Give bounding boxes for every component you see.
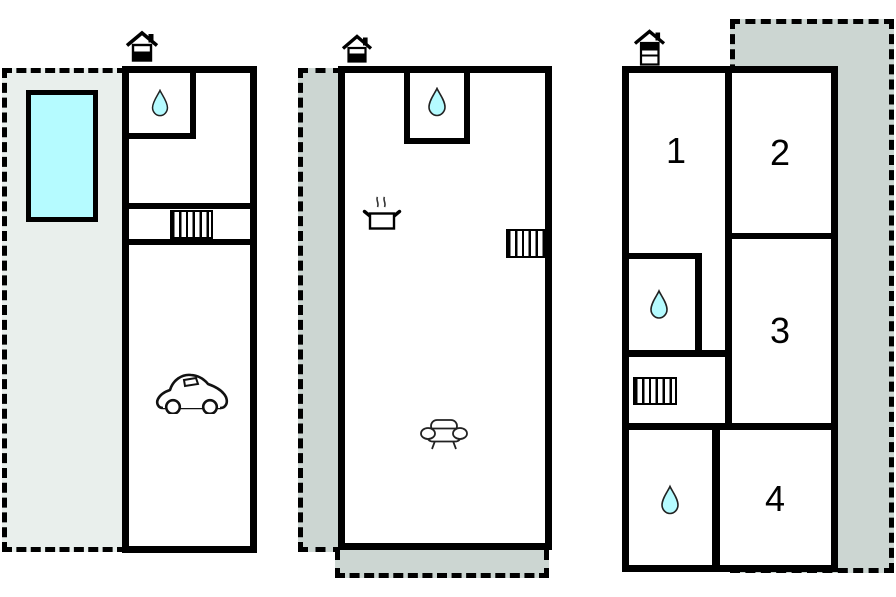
terrace-strip-bottom — [335, 550, 549, 578]
stairs-icon — [506, 229, 545, 258]
water-droplet-icon — [661, 484, 679, 515]
garage-building — [122, 66, 257, 553]
bedroom-house: 1 2 3 4 — [622, 66, 838, 572]
stove-icon — [362, 196, 402, 230]
interior-wall — [629, 350, 732, 357]
room-4-label: 4 — [764, 478, 786, 519]
interior-wall — [725, 233, 831, 239]
stairs-icon — [170, 210, 213, 239]
sofa-icon — [420, 419, 468, 450]
room-1-label: 1 — [665, 130, 687, 171]
interior-wall — [712, 430, 720, 565]
interior-wall — [129, 203, 250, 209]
bathroom-room — [404, 73, 470, 144]
entrance-house-icon — [633, 29, 666, 66]
interior-wall — [695, 253, 702, 357]
bathroom-room — [129, 73, 196, 139]
stairs-icon — [633, 377, 677, 405]
interior-wall — [129, 239, 250, 245]
interior-wall — [629, 423, 831, 430]
interior-wall — [629, 253, 702, 259]
entrance-house-icon — [125, 30, 159, 62]
main-house — [338, 66, 552, 550]
terrace-strip-left — [298, 68, 343, 552]
water-droplet-icon — [650, 289, 668, 319]
swimming-pool — [26, 90, 98, 222]
water-droplet-icon — [428, 87, 446, 117]
entrance-house-icon — [341, 34, 373, 63]
interior-wall — [725, 73, 732, 430]
room-2-label: 2 — [769, 132, 791, 173]
water-droplet-icon — [151, 89, 168, 117]
car-icon — [155, 373, 229, 414]
room-3-label: 3 — [769, 310, 791, 351]
